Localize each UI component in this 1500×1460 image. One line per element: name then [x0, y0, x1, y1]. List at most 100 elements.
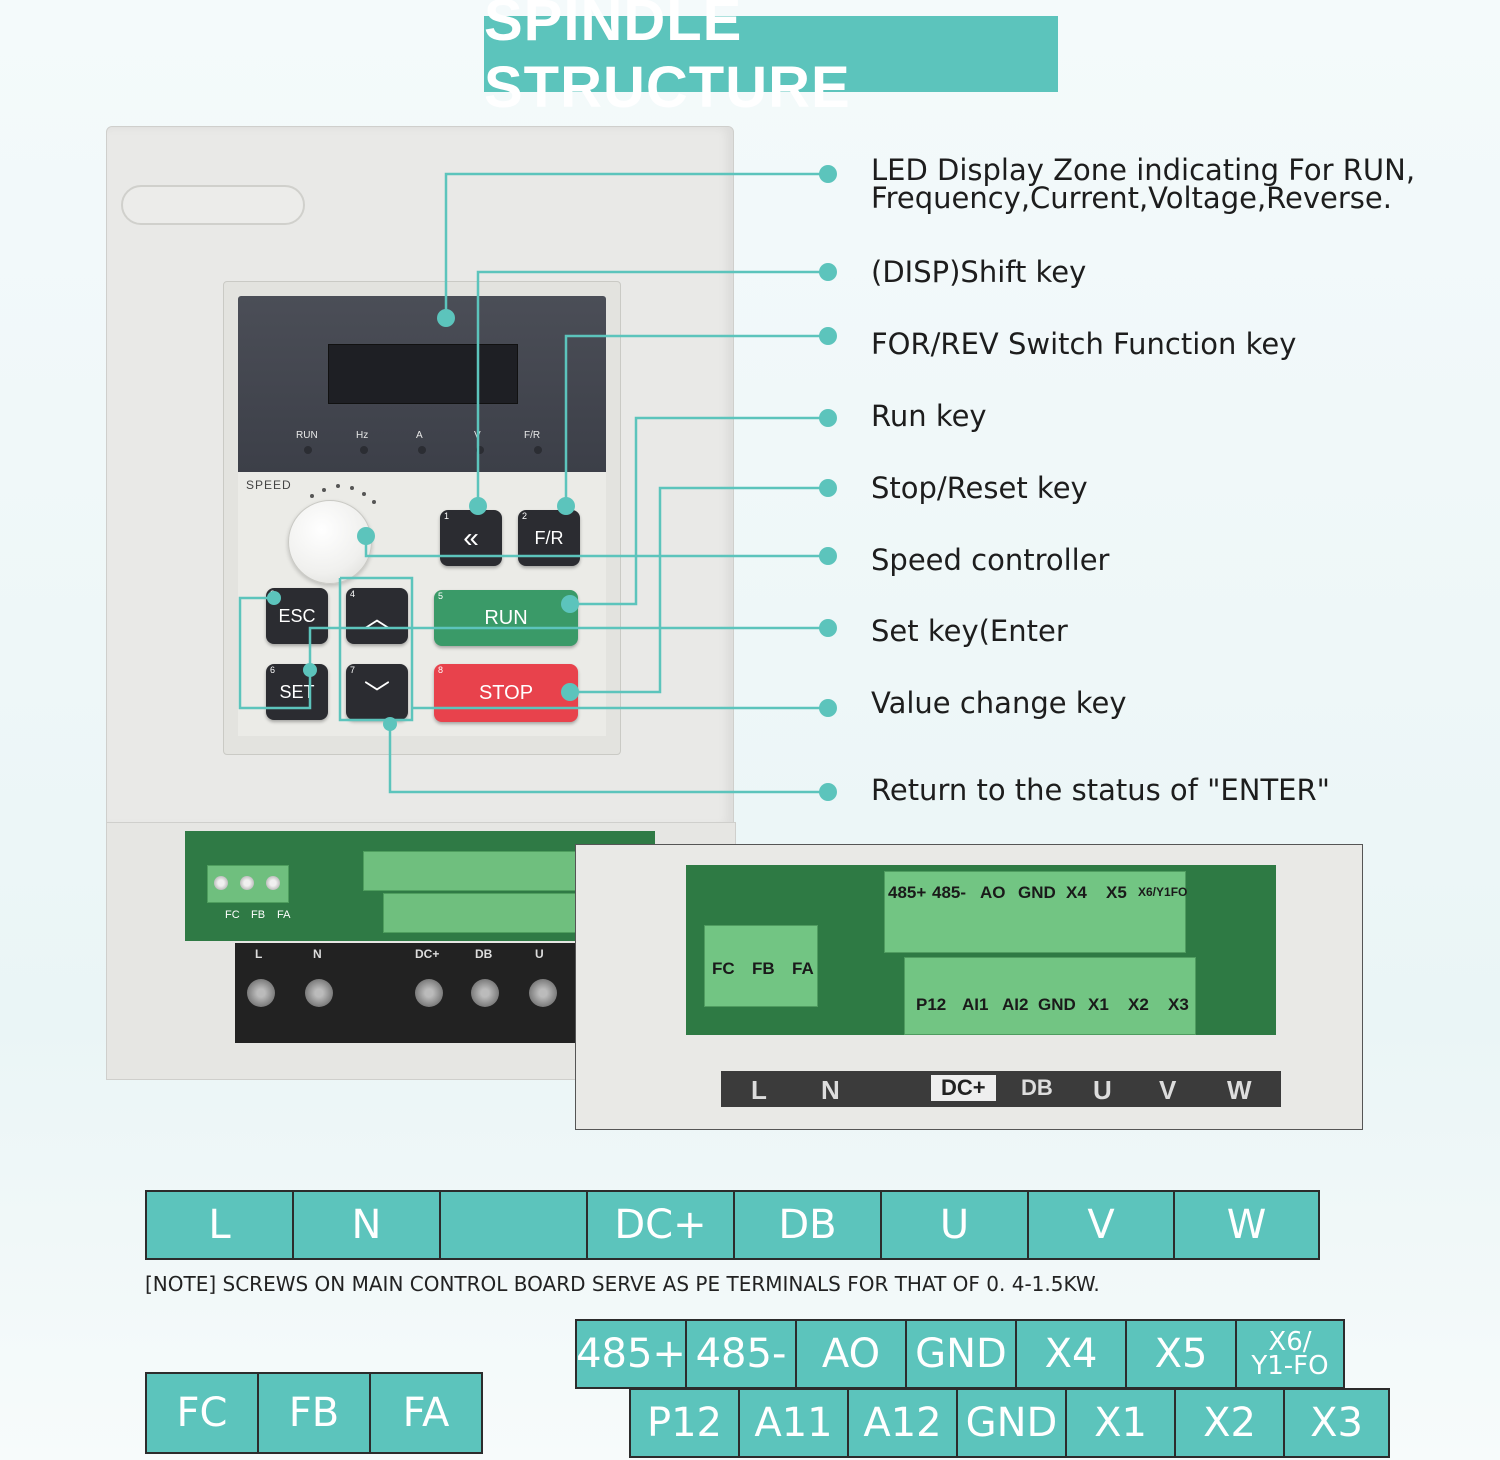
signal-cell-485-plus: 485+ [575, 1319, 687, 1389]
inset-power-db: DB [1021, 1075, 1053, 1100]
inset-label-x4: X4 [1066, 883, 1087, 902]
down-key[interactable]: 7 ﹀ [346, 664, 408, 720]
signal-cell-x4: X4 [1015, 1319, 1127, 1389]
callout-dot [819, 263, 837, 281]
relay-label-fa: FA [277, 909, 291, 921]
relay-terminal-block [207, 865, 289, 903]
inset-power-n: N [821, 1075, 840, 1105]
power-label-u: U [535, 947, 544, 961]
key-number: 7 [350, 665, 356, 675]
inset-label-485n: 485- [932, 883, 967, 902]
set-key-label: SET [279, 681, 315, 702]
run-key-label: RUN [484, 606, 528, 629]
key-number: 5 [438, 591, 444, 601]
led-indicator [418, 446, 426, 454]
stop-key[interactable]: 8 STOP [434, 664, 578, 722]
inset-label-ai2: AI2 [1002, 995, 1029, 1014]
closeup-relay-terminal [704, 925, 818, 1007]
callout-set-key: Set key(Enter [871, 614, 1068, 648]
callout-run-key: Run key [871, 399, 987, 433]
inset-label-fc: FC [712, 959, 735, 978]
signal-cell-x2: X2 [1174, 1388, 1285, 1458]
inset-power-w: W [1227, 1075, 1252, 1105]
power-cell-l: L [145, 1190, 294, 1260]
closeup-control-board [686, 865, 1276, 1035]
led-indicator [304, 446, 312, 454]
set-key[interactable]: 6 SET [266, 664, 328, 720]
control-panel: RUN Hz A V F/R SPEED [223, 281, 621, 755]
key-number: 4 [350, 589, 356, 599]
speed-scale-tick [372, 500, 376, 504]
power-label-n: N [313, 947, 322, 961]
power-cell-u: U [880, 1190, 1029, 1260]
closeup-power-strip: L N DC+ DB U V W [721, 1071, 1281, 1107]
up-key[interactable]: 4 ︿ [346, 588, 408, 644]
closeup-terminal-bottom [904, 957, 1196, 1035]
shift-key[interactable]: 1 « [440, 510, 502, 566]
led-label-hz: Hz [356, 430, 369, 441]
callout-dot [819, 165, 837, 183]
led-label-fr: F/R [524, 430, 541, 441]
esc-key-label: ESC [278, 605, 316, 626]
callout-stop-key: Stop/Reset key [871, 471, 1088, 505]
key-number: 8 [438, 665, 444, 675]
led-indicator [534, 446, 542, 454]
inset-label-gnd-bottom: GND [1038, 995, 1076, 1014]
closeup-terminal-top [884, 871, 1186, 953]
power-cell-db: DB [733, 1190, 882, 1260]
relay-label-fb: FB [251, 909, 266, 921]
chevron-down-icon: ﹀ [363, 678, 390, 709]
chevron-up-icon: ︿ [363, 602, 390, 633]
run-key[interactable]: 5 RUN [434, 590, 578, 646]
callout-value-change-key: Value change key [871, 686, 1127, 720]
speed-scale-tick [362, 492, 366, 496]
callout-dot [819, 547, 837, 565]
inset-label-ai1: AI1 [962, 995, 989, 1014]
esc-key[interactable]: 3 ESC [266, 588, 328, 644]
signal-cell-x5: X5 [1125, 1319, 1237, 1389]
led-display-window [328, 344, 518, 404]
relay-cell-fa: FA [369, 1372, 483, 1454]
relay-cell-fc: FC [145, 1372, 259, 1454]
stop-key-label: STOP [478, 681, 534, 704]
speed-controller-knob[interactable] [288, 500, 372, 584]
power-label-dc-plus: DC+ [415, 947, 440, 961]
callout-dot [819, 783, 837, 801]
keypad-area: SPEED 1 « 2 F/R [238, 472, 606, 736]
led-indicator [360, 446, 368, 454]
signal-cell-a11: A11 [738, 1388, 849, 1458]
relay-label-fc: FC [225, 909, 240, 921]
callout-led-display: LED Display Zone indicating For RUN, Fre… [871, 153, 1416, 215]
key-number: 6 [270, 665, 276, 675]
inset-label-gnd-top: GND [1018, 883, 1056, 902]
terminal-screw [240, 876, 254, 890]
callout-dot [819, 327, 837, 345]
signal-cell-p12: P12 [629, 1388, 740, 1458]
inset-label-x1: X1 [1088, 995, 1109, 1014]
inset-label-fa: FA [792, 959, 814, 978]
signal-cell-x6: X6/ Y1-FO [1235, 1319, 1345, 1389]
inset-label-ao: AO [980, 883, 1006, 902]
power-screw [305, 979, 333, 1007]
led-label-v: V [474, 430, 481, 441]
power-screw [529, 979, 557, 1007]
power-label-db: DB [475, 947, 493, 961]
inset-label-p12: P12 [916, 995, 947, 1014]
key-number: 1 [444, 511, 450, 521]
terminal-screw [214, 876, 228, 890]
signal-cell-ao: AO [795, 1319, 907, 1389]
callout-fr-key: FOR/REV Switch Function key [871, 327, 1297, 361]
signal-cell-a12: A12 [847, 1388, 958, 1458]
speed-scale-tick [322, 488, 326, 492]
inset-label-x6: X6/Y1FO [1138, 885, 1188, 899]
speed-label: SPEED [246, 478, 292, 492]
fr-key[interactable]: 2 F/R [518, 510, 580, 566]
callout-shift-key: (DISP)Shift key [871, 255, 1087, 289]
inset-power-l: L [751, 1075, 767, 1105]
inset-power-v: V [1159, 1075, 1177, 1105]
device-housing: RUN Hz A V F/R SPEED [106, 126, 734, 828]
inset-power-dc-plus: DC+ [931, 1075, 996, 1101]
callout-dot [819, 699, 837, 717]
power-cell-empty [439, 1190, 588, 1260]
fr-key-label: F/R [534, 527, 564, 548]
